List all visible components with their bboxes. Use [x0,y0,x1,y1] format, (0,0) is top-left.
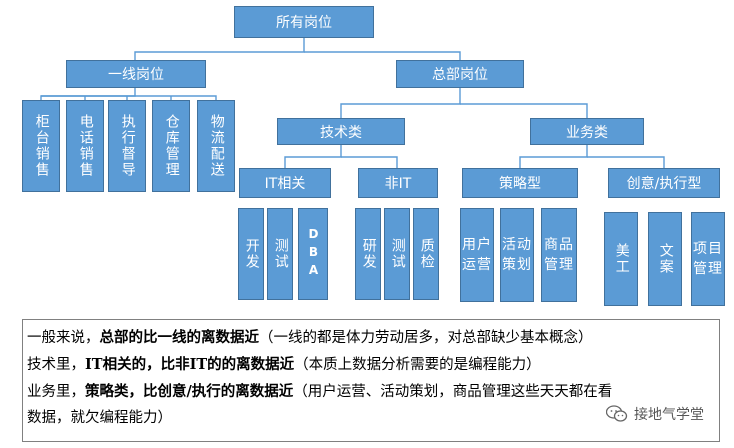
strategy-role: 商品管理 [541,208,577,302]
root-node: 所有岗位 [234,6,374,38]
strategy-role: 用户运营 [460,208,494,302]
it-node: IT相关 [239,168,331,198]
note-line: 业务里，策略类，比创意/执行的离数据近（用户运营、活动策划，商品管理这些天天都在… [27,383,613,400]
frontline-role: 柜台销售 [22,100,60,192]
hq-node: 总部岗位 [396,60,524,88]
note-line: 技术里，IT相关的，比非IT的的离数据近（本质上数据分析需要的是编程能力） [27,356,541,373]
non-it-role: 测试 [384,208,410,300]
frontline-role: 执行督导 [108,100,146,192]
creative-node: 创意/执行型 [608,168,720,198]
notes-box: 一般来说，总部的比一线的离数据近（一线的都是体力劳动居多，对总部缺少基本概念） … [22,319,720,442]
creative-role: 文案 [648,212,682,306]
tech-node: 技术类 [277,118,405,145]
non-it-role: 质检 [413,208,439,300]
creative-role: 项目管理 [691,212,725,306]
it-role: DBA [298,208,328,300]
wechat-icon [606,405,628,422]
frontline-role: 物流配送 [197,100,235,192]
frontline-role: 仓库管理 [152,100,190,192]
business-node: 业务类 [530,118,644,145]
strategy-node: 策略型 [462,168,578,198]
creative-role: 美工 [604,212,638,306]
watermark-text: 接地气学堂 [634,407,704,423]
it-role: 开发 [238,208,264,300]
connector-lines [40,38,665,168]
org-chart: 所有岗位 一线岗位 总部岗位 柜台销售 电话销售 执行督导 仓库管理 物流配送 … [22,6,725,306]
note-line: 数据，就欠编程能力） [27,410,172,426]
watermark: 接地气学堂 [602,404,708,424]
non-it-node: 非IT [358,168,438,198]
non-it-role: 研发 [355,208,381,300]
frontline-role: 电话销售 [66,100,104,192]
strategy-role: 活动策划 [500,208,534,302]
note-line: 一般来说，总部的比一线的离数据近（一线的都是体力劳动居多，对总部缺少基本概念） [27,329,593,346]
frontline-node: 一线岗位 [66,60,206,88]
it-role: 测试 [267,208,293,300]
